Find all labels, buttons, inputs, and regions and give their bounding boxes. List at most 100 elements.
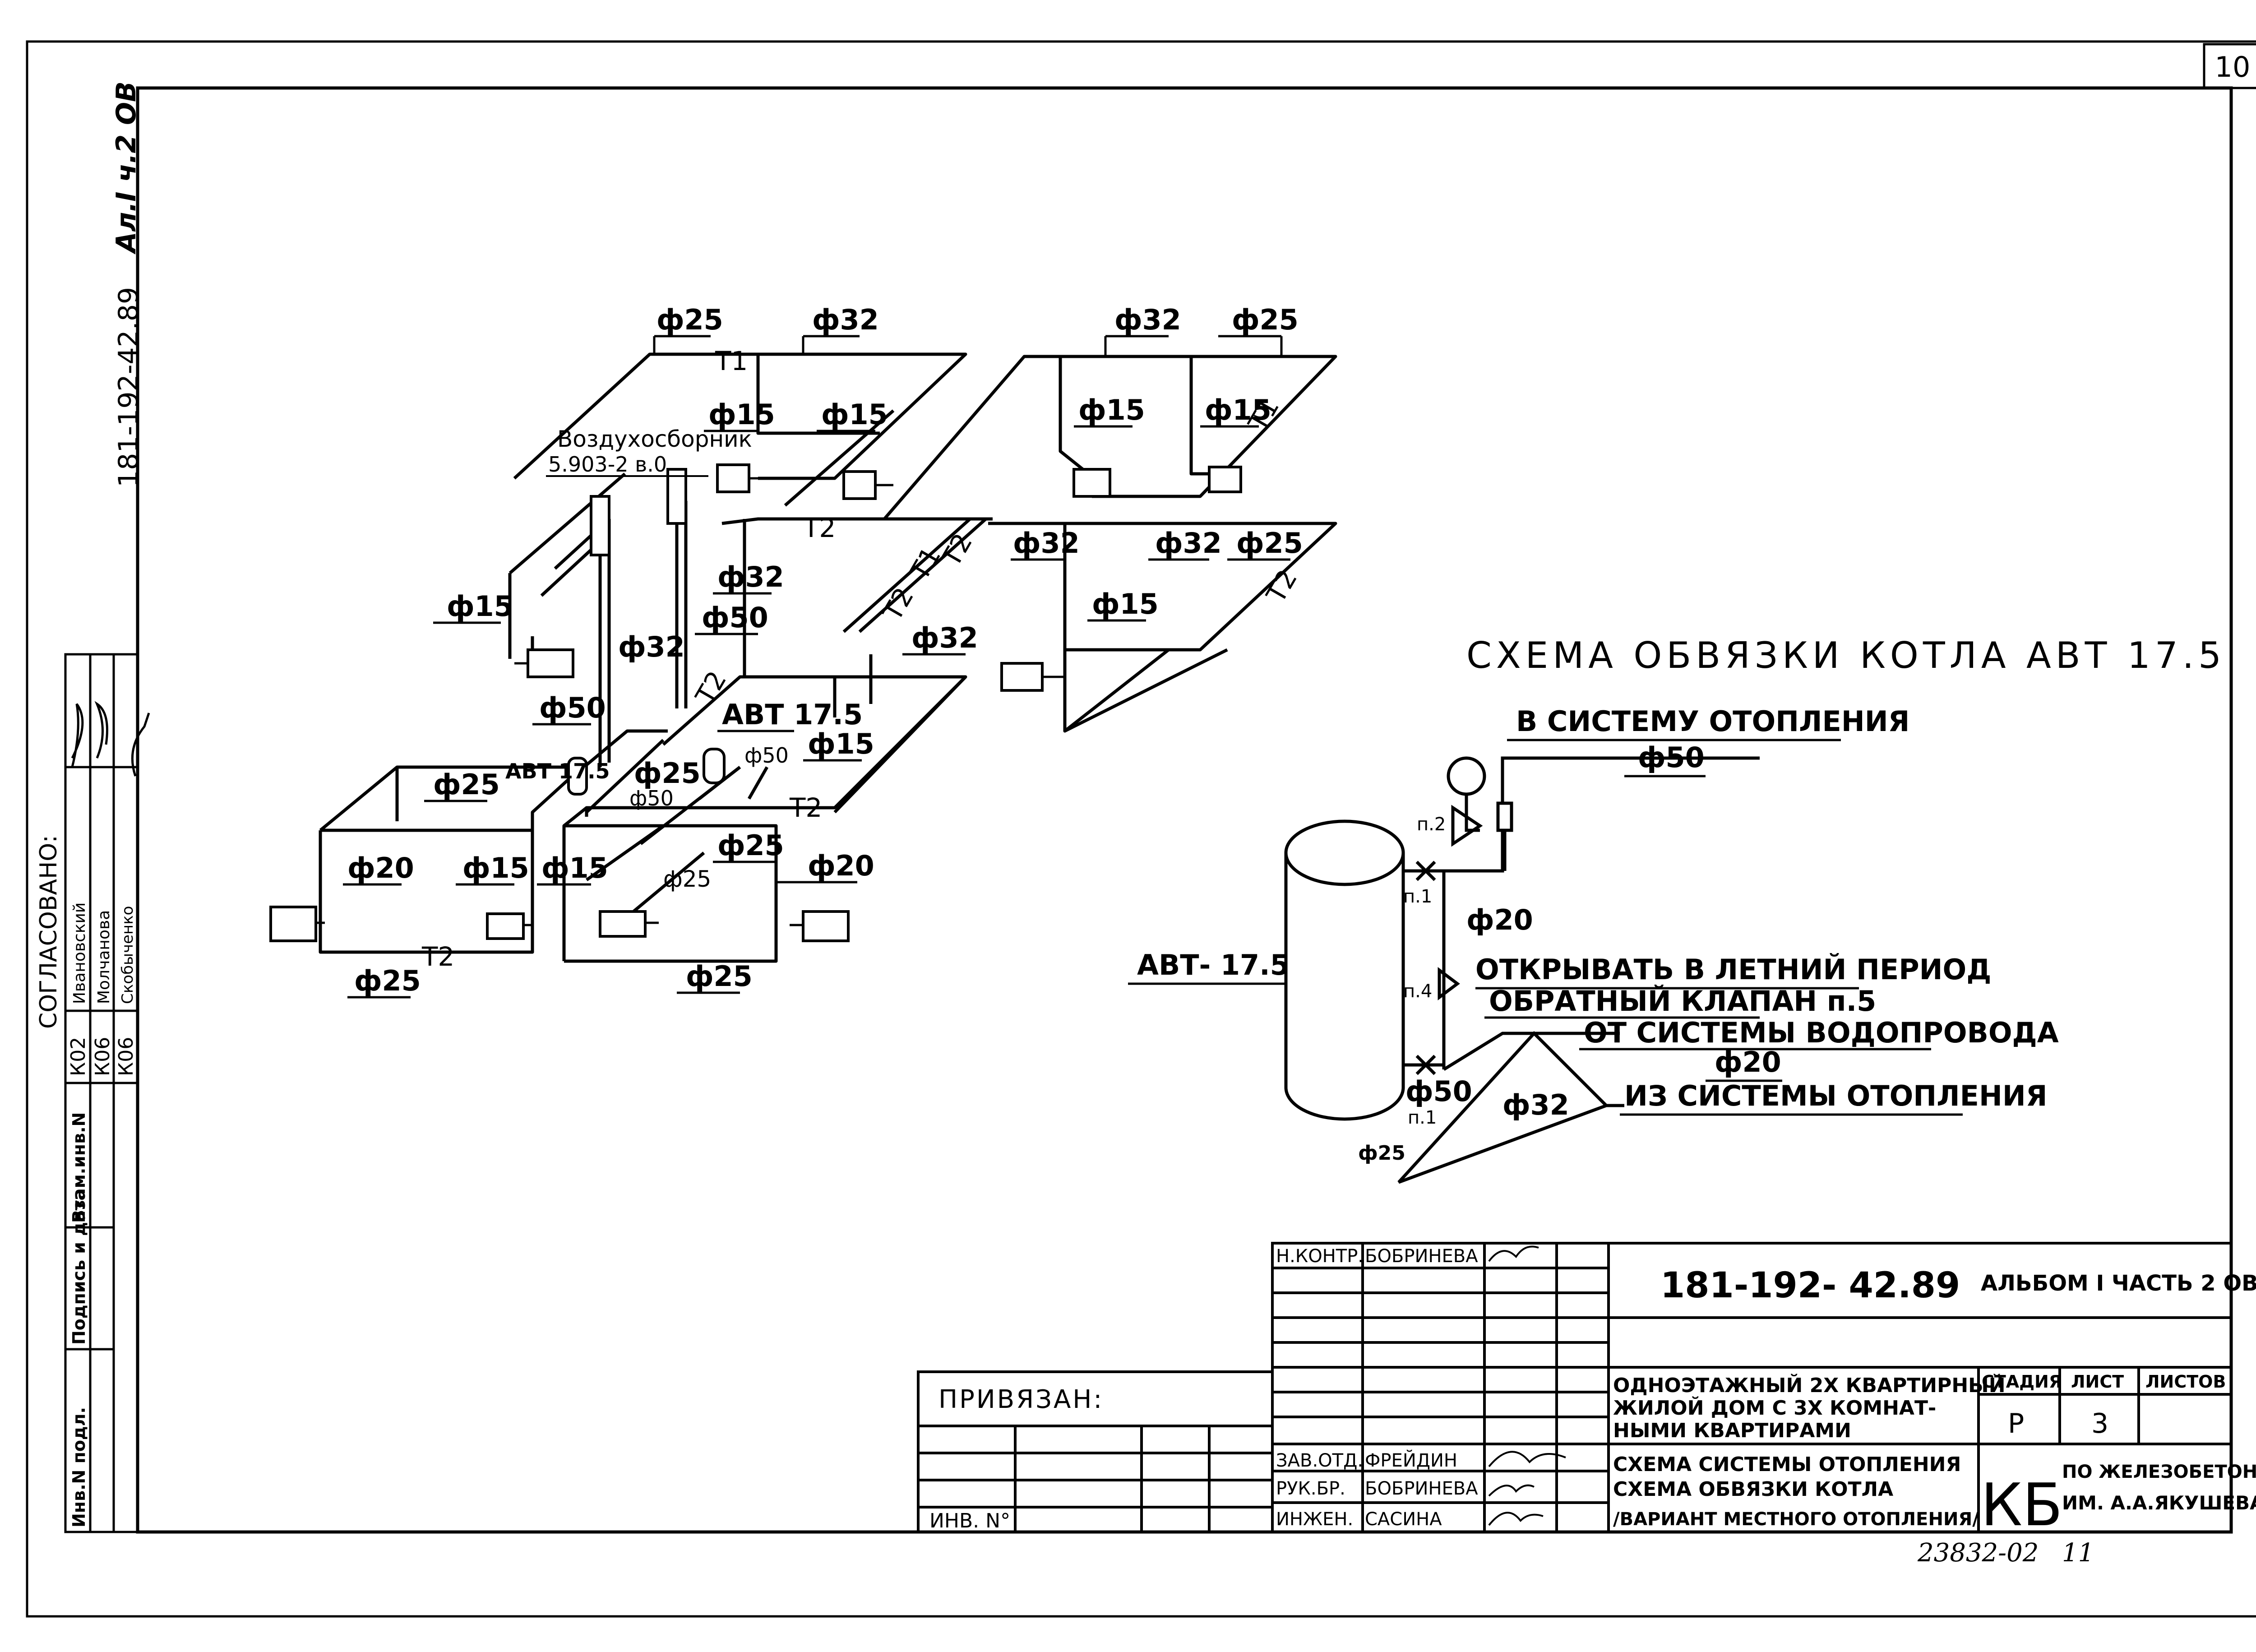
side-code: 181-192-42.89	[113, 287, 144, 487]
stage-header: СТАДИЯ	[1982, 1372, 2062, 1392]
label-d15-a: ф15	[708, 398, 775, 431]
page-number: 10	[2215, 51, 2251, 83]
name-1: БОБРИНЕВА	[1365, 1246, 1478, 1267]
bottom-code: 23832-02	[1917, 1538, 2039, 1568]
agreed-signatures	[71, 701, 150, 777]
label-p1-bottom: п.1	[1408, 1107, 1437, 1128]
label-from-water: ОТ СИСТЕМЫ ВОДОПРОВОДА	[1584, 1016, 2059, 1049]
label-to-heating-d: ф50	[1638, 741, 1705, 774]
lists-header: ЛИСТОВ	[2145, 1372, 2226, 1392]
label-d20: ф20	[1466, 903, 1533, 936]
agreed-code-1: К02	[67, 1037, 90, 1076]
label-avt: АВТ- 17.5	[1137, 949, 1290, 981]
label-d25-c: ф25	[1236, 527, 1303, 560]
label-d15-c: ф15	[1078, 393, 1145, 426]
album: АЛЬБОМ I ЧАСТЬ 2 ОВ-1	[1981, 1271, 2256, 1296]
label-d15-g: ф15	[808, 727, 874, 760]
label-avt-a: АВТ 17.5	[505, 759, 610, 783]
role-1: Н.КОНТР.	[1276, 1246, 1364, 1267]
label-d15-h: ф15	[462, 851, 529, 884]
sheet-line-1: СХЕМА СИСТЕМЫ ОТОПЛЕНИЯ	[1613, 1453, 1961, 1476]
label-d50-d: ф50	[629, 786, 674, 810]
org-logo: КБ	[1981, 1471, 2062, 1539]
label-d50: ф50	[1405, 1075, 1472, 1108]
object-line-3: НЫМИ КВАРТИРАМИ	[1613, 1419, 1851, 1442]
label-from-heating: ИЗ СИСТЕМЫ ОТОПЛЕНИЯ	[1624, 1079, 2048, 1112]
label-avt-b: АВТ 17.5	[722, 698, 863, 731]
label-from-water-d: ф20	[1715, 1046, 1781, 1078]
label-d25-e: ф25	[634, 757, 701, 790]
name-4: САСИНА	[1365, 1509, 1442, 1530]
agreed-name-2: Молчанова	[95, 910, 113, 1004]
label-summer: ОТКРЫВАТЬ В ЛЕТНИЙ ПЕРИОД	[1475, 953, 1991, 986]
label-t1-a: Т1	[715, 346, 748, 376]
label-d32: ф32	[1502, 1088, 1569, 1121]
side-album: Ал.I ч.2 ОВ	[111, 81, 142, 255]
label-t2-g: Т2	[421, 941, 454, 972]
agreed-block	[64, 653, 139, 1084]
label-d32-a: ф32	[812, 303, 879, 336]
label-d32-c: ф32	[717, 560, 784, 593]
doc-code: 181-192- 42.89	[1660, 1265, 1960, 1306]
agreed-name-3: Скобыченко	[119, 906, 137, 1004]
vzam-label: Взам.инв.N	[69, 1112, 89, 1223]
axonometric-scheme	[319, 352, 1337, 963]
tied-label: ПРИВЯЗАН:	[938, 1385, 1104, 1414]
role-3: РУК.БР.	[1276, 1478, 1345, 1499]
label-d25: ф25	[1358, 1142, 1405, 1165]
label-d25-d: ф25	[433, 768, 500, 801]
role-2: ЗАВ.ОТД.	[1276, 1450, 1363, 1471]
sheet-line-3: /ВАРИАНТ МЕСТНОГО ОТОПЛЕНИЯ/	[1613, 1509, 1979, 1530]
label-d15-e: ф15	[1092, 588, 1159, 620]
object-line-1: ОДНОЭТАЖНЫЙ 2Х КВАРТИРНЫЙ	[1613, 1373, 2006, 1397]
boiler-title: СХЕМА ОБВЯЗКИ КОТЛА АВТ 17.5	[1466, 634, 2226, 676]
label-d15-i: ф15	[541, 851, 608, 884]
label-d25-i: ф25	[686, 960, 753, 993]
label-air-collector: Воздухосборник	[557, 426, 752, 452]
label-d50-c: ф50	[744, 743, 789, 768]
bottom-num: 11	[2062, 1538, 2094, 1568]
org-line-2: ИМ. А.А.ЯКУШЕВА	[2062, 1492, 2256, 1514]
label-to-heating: В СИСТЕМУ ОТОПЛЕНИЯ	[1516, 705, 1909, 738]
name-2: ФРЕЙДИН	[1365, 1449, 1457, 1471]
list-header: ЛИСТ	[2071, 1372, 2124, 1392]
agreed-code-2: К06	[91, 1037, 114, 1076]
label-d32-f: ф32	[618, 630, 685, 663]
label-d32-d: ф32	[1013, 527, 1080, 560]
label-d25-g: ф25	[663, 866, 711, 892]
label-d25-b: ф25	[1232, 303, 1299, 336]
name-3: БОБРИНЕВА	[1365, 1478, 1478, 1499]
sheet-line-2: СХЕМА ОБВЯЗКИ КОТЛА	[1613, 1478, 1893, 1501]
inv-orig-label: Инв.N подл.	[69, 1407, 89, 1527]
label-d25-h: ф25	[354, 964, 421, 997]
label-d32-g: ф32	[911, 621, 978, 654]
label-d20-b: ф20	[808, 849, 874, 882]
boiler-scheme	[1284, 756, 1760, 1184]
side-stamp	[64, 1082, 139, 1533]
org-line-1: ПО ЖЕЛЕЗОБЕТОНУ	[2062, 1462, 2256, 1482]
agreed-title: СОГЛАСОВАНО:	[35, 835, 62, 1029]
inv-no-label: ИНВ. N°	[929, 1509, 1010, 1532]
label-p4: п.4	[1403, 981, 1432, 1002]
object-line-2: ЖИЛОЙ ДОМ С 3Х КОМНАТ-	[1613, 1396, 1936, 1420]
label-p1-top: п.1	[1403, 886, 1432, 907]
label-d15-f: ф15	[447, 590, 513, 623]
label-d32-e: ф32	[1155, 527, 1222, 560]
label-d25-f: ф25	[717, 829, 784, 862]
label-d25-a: ф25	[656, 303, 723, 336]
agreed-code-3: К06	[115, 1037, 138, 1076]
label-d20-a: ф20	[347, 851, 414, 884]
agreed-name-1: Ивановский	[70, 902, 89, 1004]
label-air-collector-ref: 5.903-2 в.0	[548, 452, 667, 477]
stage-value: Р	[2008, 1408, 2024, 1439]
list-value: 3	[2091, 1408, 2108, 1439]
label-d15-b: ф15	[821, 398, 888, 431]
label-d15-d: ф15	[1205, 393, 1271, 426]
label-check-valve: ОБРАТНЫЙ КЛАПАН п.5	[1489, 985, 1876, 1018]
label-d50-b: ф50	[539, 691, 606, 724]
title-block	[917, 1242, 2233, 1533]
sign-date-label: Подпись и дата	[69, 1189, 89, 1345]
radiator-connectors	[316, 477, 1065, 926]
label-t2-a: Т2	[803, 513, 836, 543]
